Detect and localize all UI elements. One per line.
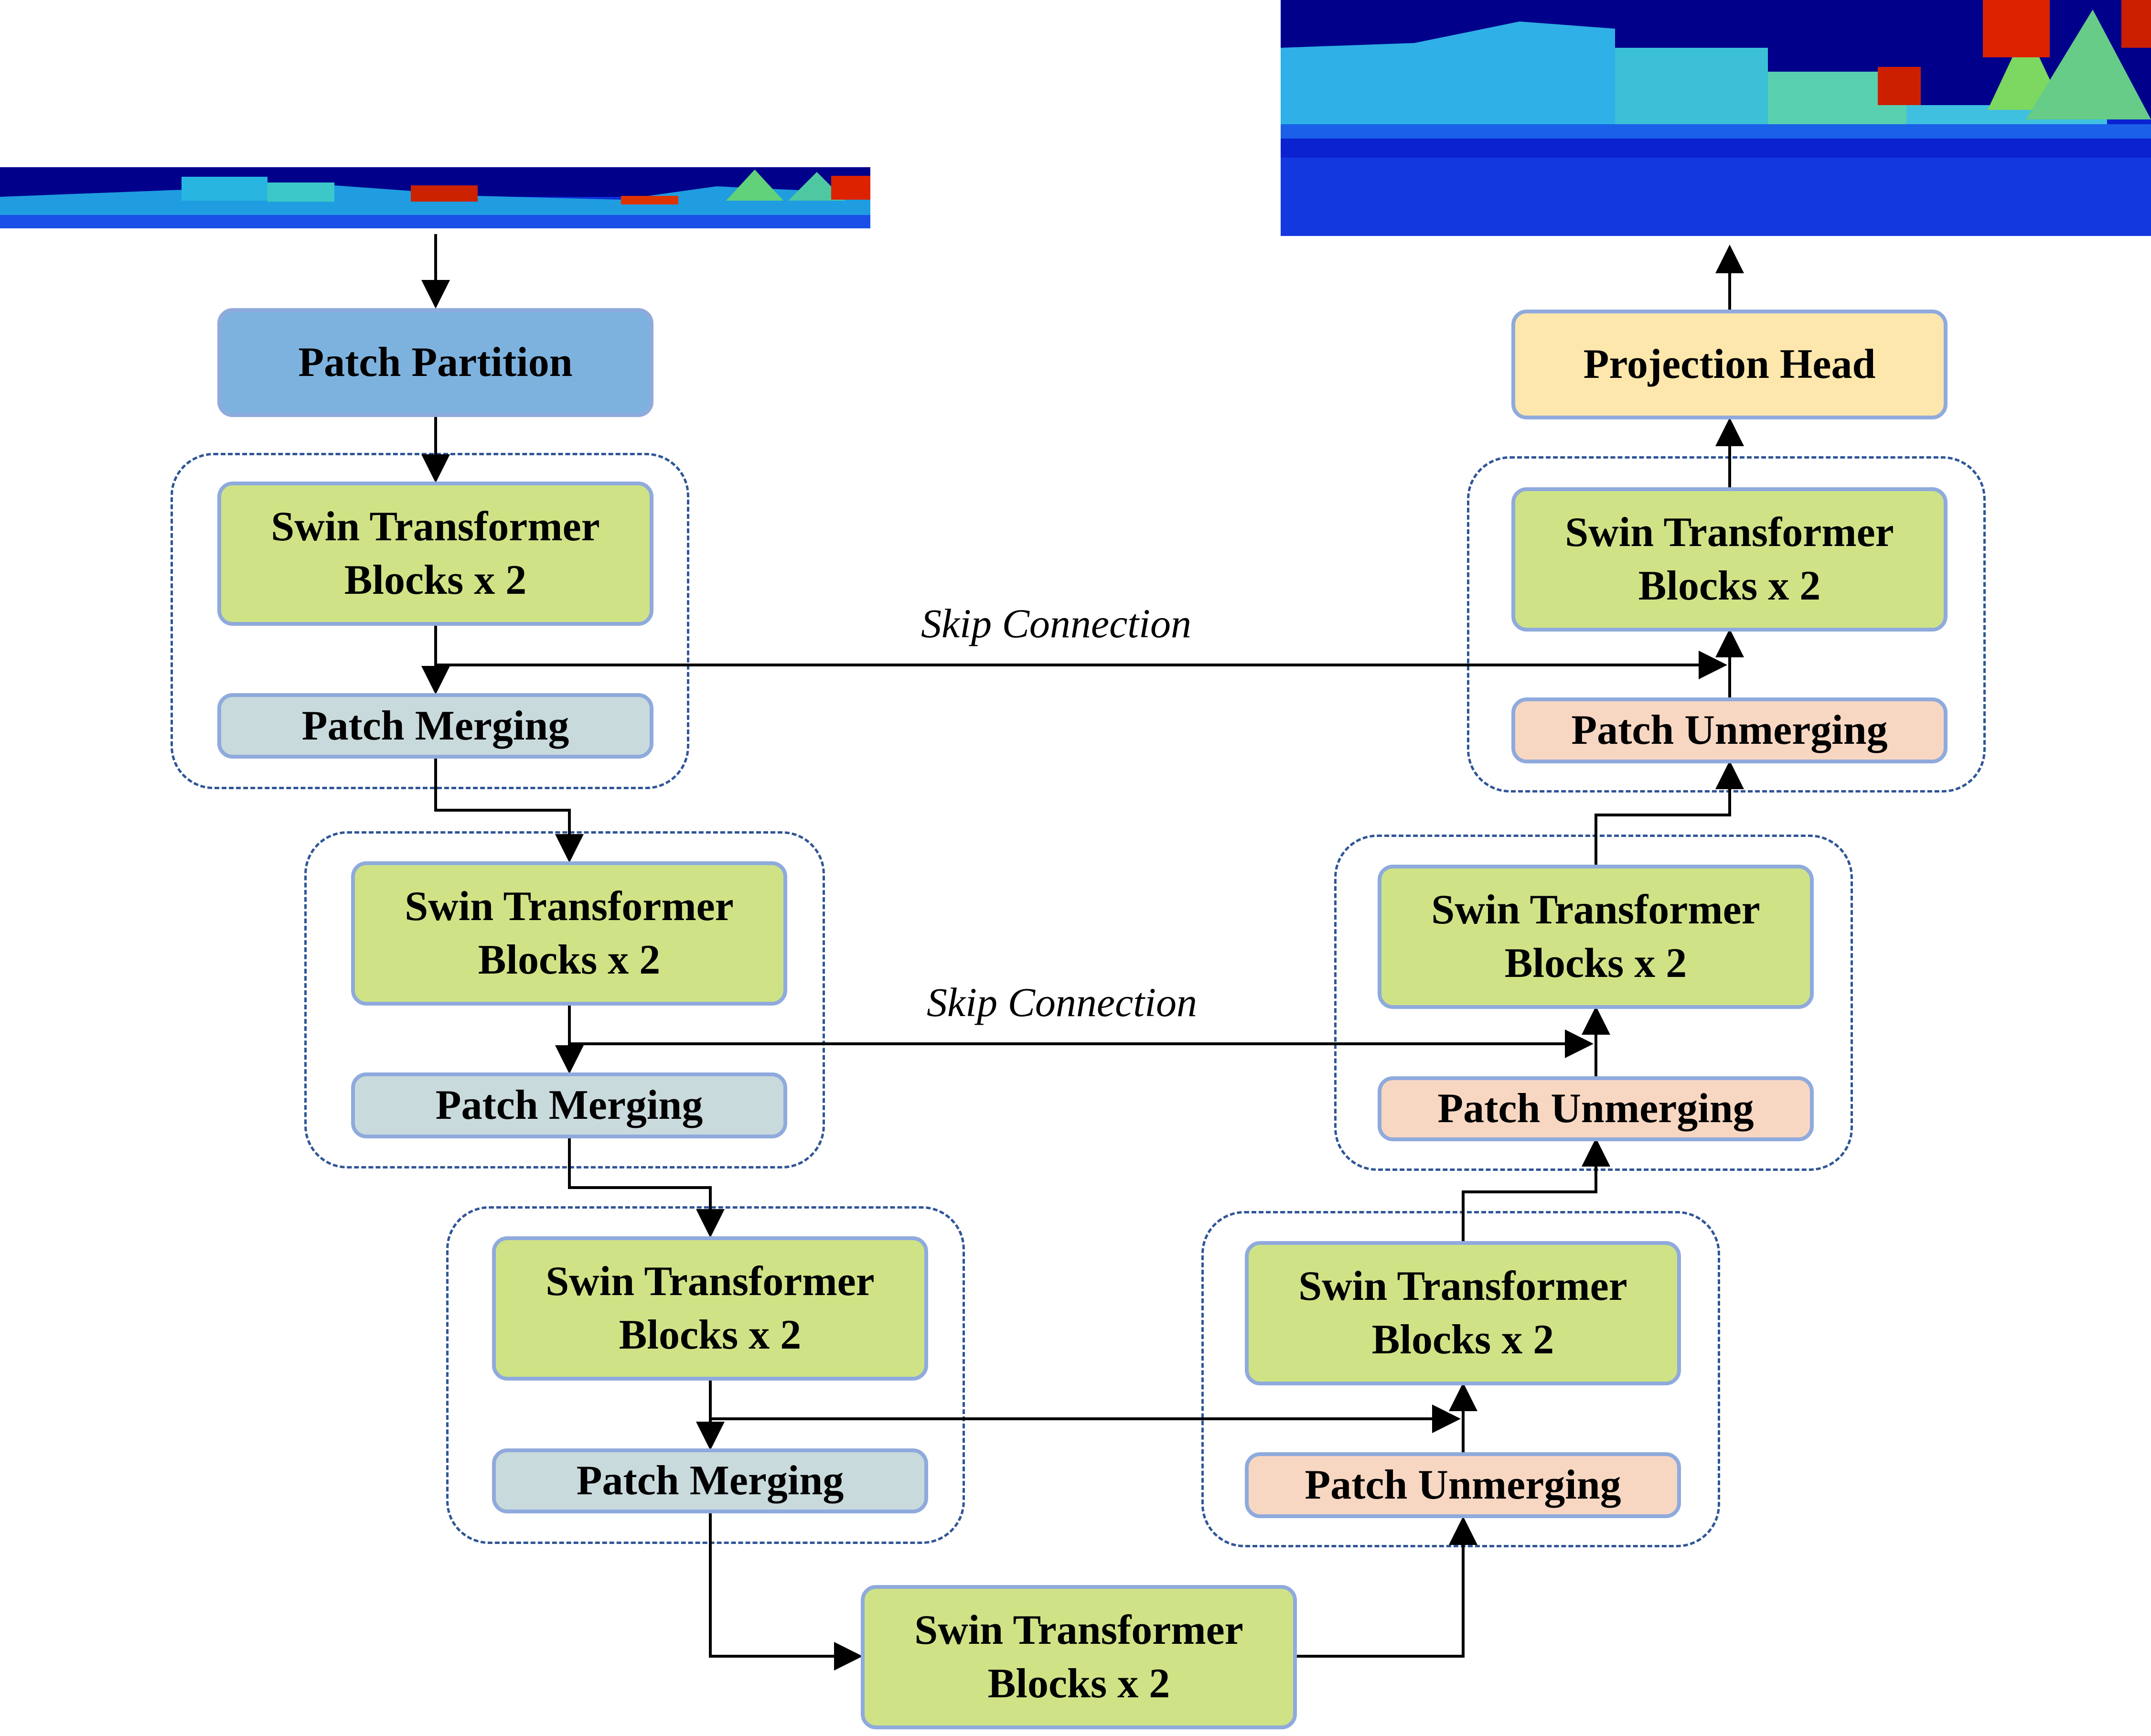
swin-block-encoder-3: Swin Transformer Blocks x 2 xyxy=(492,1236,928,1381)
encoder-stage-3-group xyxy=(446,1206,965,1544)
encoder-stage-2-group xyxy=(304,831,825,1168)
patch-merging-label: Patch Merging xyxy=(435,1082,703,1128)
swin-block-bottleneck: Swin Transformer Blocks x 2 xyxy=(861,1585,1297,1729)
swin-line1: Swin Transformer xyxy=(405,883,734,930)
arrow-swin-d3-to-unmerge-d2 xyxy=(1462,1138,1610,1241)
swin-block-encoder-1: Swin Transformer Blocks x 2 xyxy=(217,482,653,626)
swin-block-decoder-2-text: Swin Transformer Blocks x 2 xyxy=(1431,883,1760,990)
arrow-swin-d2-to-unmerge-d1 xyxy=(1595,761,1744,865)
projection-head-label: Projection Head xyxy=(1583,341,1876,387)
swin-line1: Swin Transformer xyxy=(1565,509,1894,556)
arrow-merge-e1-to-swin-e2 xyxy=(434,759,584,863)
swin-line2: Blocks x 2 xyxy=(1371,1317,1554,1363)
patch-merging-encoder-1: Patch Merging xyxy=(217,693,653,759)
arrow-bottleneck-to-unmerge-d3 xyxy=(1296,1516,1477,1658)
swin-line1: Swin Transformer xyxy=(914,1607,1243,1653)
patch-unmerging-label: Patch Unmerging xyxy=(1305,1462,1621,1508)
projection-head-box: Projection Head xyxy=(1511,310,1948,419)
swin-block-decoder-3: Swin Transformer Blocks x 2 xyxy=(1245,1241,1681,1385)
patch-partition-label: Patch Partition xyxy=(298,339,573,386)
encoder-stage-1-group xyxy=(171,453,689,789)
output-range-image-svg xyxy=(1281,0,2151,236)
input-range-image-svg xyxy=(0,167,870,228)
swin-line2: Blocks x 2 xyxy=(987,1661,1170,1707)
patch-merging-label: Patch Merging xyxy=(576,1457,844,1504)
patch-merging-encoder-3: Patch Merging xyxy=(492,1448,928,1513)
patch-unmerging-decoder-1: Patch Unmerging xyxy=(1511,697,1948,763)
swin-block-encoder-2-text: Swin Transformer Blocks x 2 xyxy=(405,880,734,987)
output-range-image xyxy=(1281,0,2151,236)
skip-connection-label-2: Skip Connection xyxy=(927,979,1198,1025)
swin-block-encoder-2: Swin Transformer Blocks x 2 xyxy=(351,861,787,1006)
patch-merging-encoder-2: Patch Merging xyxy=(351,1072,787,1138)
swin-block-decoder-1-text: Swin Transformer Blocks x 2 xyxy=(1565,506,1894,613)
arrow-merge-e3-to-bottleneck xyxy=(709,1513,863,1671)
swin-line1: Swin Transformer xyxy=(1431,887,1760,933)
patch-unmerging-label: Patch Unmerging xyxy=(1571,707,1888,753)
input-range-image xyxy=(0,167,870,228)
patch-merging-label: Patch Merging xyxy=(301,702,569,749)
swin-line1: Swin Transformer xyxy=(1298,1263,1627,1309)
swin-line2: Blocks x 2 xyxy=(344,557,527,603)
swin-block-decoder-2: Swin Transformer Blocks x 2 xyxy=(1378,865,1814,1009)
swin-line1: Swin Transformer xyxy=(271,504,600,550)
arrow-merge-e2-to-swin-e3 xyxy=(568,1138,725,1238)
decoder-stage-2-group xyxy=(1334,835,1853,1171)
swin-line2: Blocks x 2 xyxy=(619,1312,802,1358)
swin-line1: Swin Transformer xyxy=(546,1258,875,1305)
patch-unmerging-decoder-3: Patch Unmerging xyxy=(1245,1452,1681,1518)
decoder-stage-1-group xyxy=(1467,456,1986,793)
decoder-stage-3-group xyxy=(1201,1211,1720,1547)
swin-block-encoder-3-text: Swin Transformer Blocks x 2 xyxy=(546,1255,875,1362)
swin-line2: Blocks x 2 xyxy=(1504,940,1687,986)
swin-line2: Blocks x 2 xyxy=(1638,563,1821,609)
patch-partition-box: Patch Partition xyxy=(217,308,653,417)
swin-block-decoder-1: Swin Transformer Blocks x 2 xyxy=(1511,487,1948,632)
swin-block-bottleneck-text: Swin Transformer Blocks x 2 xyxy=(914,1604,1243,1711)
skip-connection-label-1: Skip Connection xyxy=(921,600,1192,646)
swin-line2: Blocks x 2 xyxy=(478,937,661,983)
patch-unmerging-decoder-2: Patch Unmerging xyxy=(1378,1076,1814,1141)
patch-unmerging-label: Patch Unmerging xyxy=(1437,1085,1754,1132)
swin-block-encoder-1-text: Swin Transformer Blocks x 2 xyxy=(271,500,600,607)
swin-block-decoder-3-text: Swin Transformer Blocks x 2 xyxy=(1298,1260,1627,1367)
